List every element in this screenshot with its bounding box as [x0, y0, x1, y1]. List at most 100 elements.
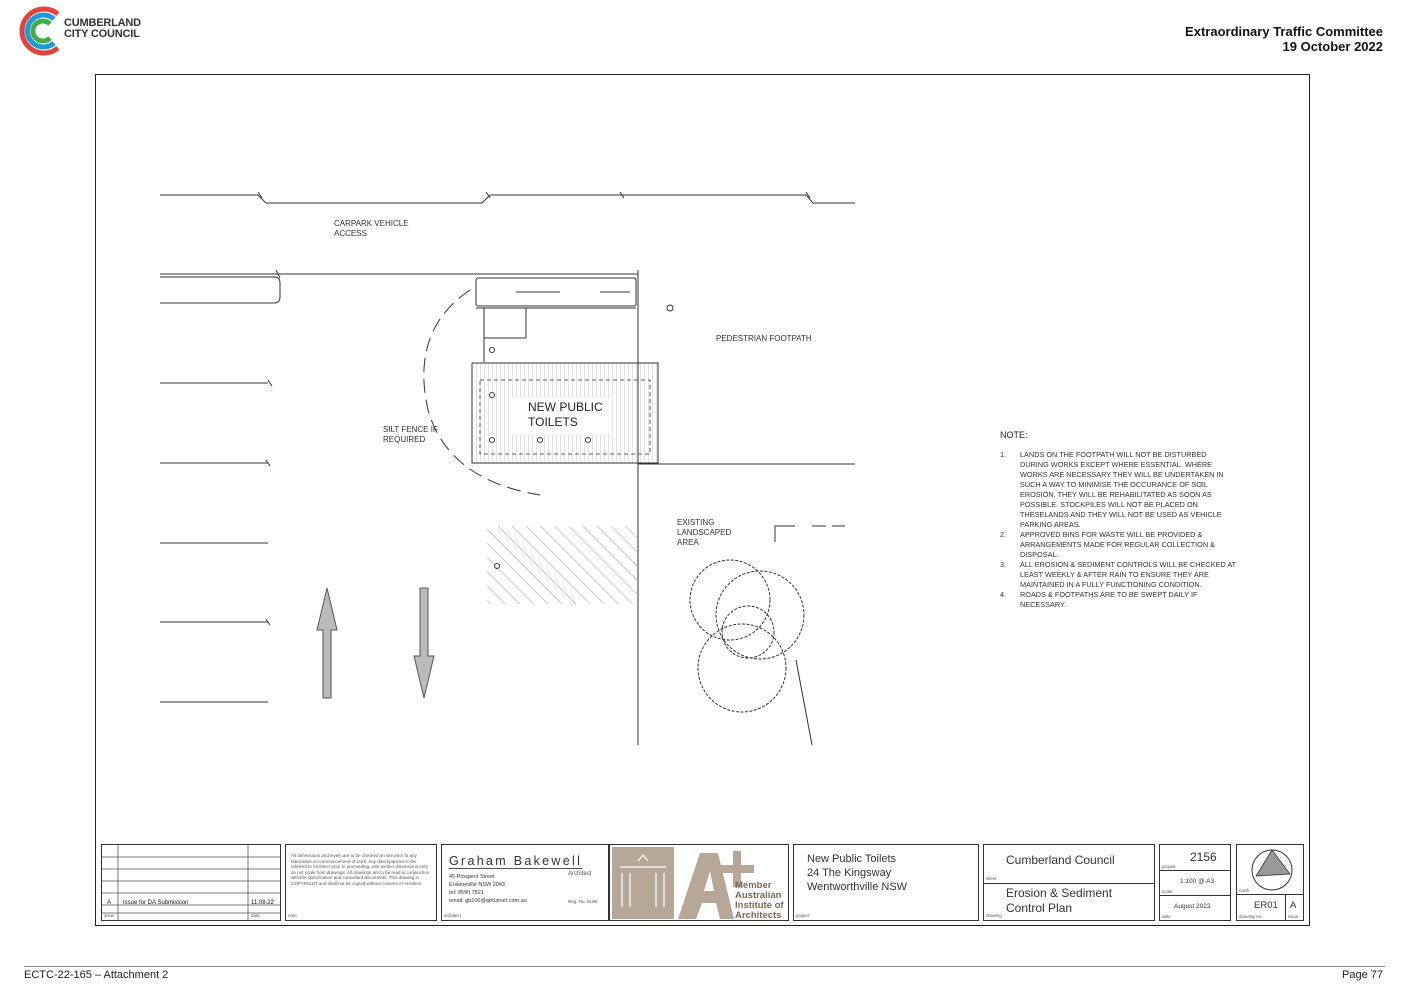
carpark-label-line2: ACCESS — [334, 229, 367, 238]
silt-fence-label-line2: REQUIRED — [383, 435, 426, 444]
toilets-label-line1: NEW PUBLIC — [528, 400, 603, 414]
drawing-title-line2: Control Plan — [1006, 901, 1073, 915]
aia-emblem — [612, 847, 674, 919]
scale-label: scale — [1162, 889, 1173, 894]
drawing-date: August 2022 — [1174, 903, 1211, 910]
project-details: New Public Toilets 24 The Kingsway Wentw… — [807, 852, 907, 894]
notes-list: 1. Lands on the footpath will not be dist… — [1000, 450, 1236, 610]
down-arrow — [413, 587, 435, 699]
page-number: Page 77 — [1342, 969, 1383, 981]
architect-label: architect — [444, 913, 462, 918]
project-title: New Public Toilets — [807, 853, 897, 865]
aia-text-line4: Architects — [735, 910, 782, 921]
client-name: Cumberland Council — [1006, 853, 1115, 867]
client-drawing-box: Cumberland Council client Erosion & Sedi… — [983, 844, 1155, 921]
issue-letter: A — [1290, 900, 1297, 911]
revision-description: Issue for DA Submission — [123, 900, 189, 906]
architect-details: 45 Prospect Street Erskineville NSW 2043… — [449, 873, 527, 905]
carpark-label: CARPARK VEHICLE ACCESS — [334, 219, 409, 239]
landscaped-label-line3: AREA — [677, 538, 699, 547]
disclaimer-text: All dimensions and levels are to be chec… — [291, 853, 430, 886]
project-address: 24 The Kingsway — [807, 867, 892, 879]
architect-email: email: gb100@optusnet.com.au — [449, 898, 527, 904]
project-box: New Public Toilets 24 The Kingsway Wentw… — [793, 844, 979, 921]
site-plan-drawing — [160, 191, 855, 746]
council-logo — [14, 4, 154, 58]
note-text: All erosion & sediment controls will be … — [1020, 560, 1236, 589]
note-number: 2. — [1000, 530, 1007, 539]
issue-label: issue — [1288, 914, 1299, 919]
footer-reference: ECTC-22-165 – Attachment 2 — [24, 969, 169, 981]
revision-date: 11.08.22 — [251, 900, 274, 906]
architect-registration: Reg. No. 6108 — [568, 899, 598, 904]
client-label: client — [986, 876, 997, 881]
landscaped-label-line2: LANDSCAPED — [677, 528, 732, 537]
footer-rule — [24, 966, 1385, 967]
council-name-line1: CUMBERLAND — [64, 17, 141, 29]
council-logo-icon — [19, 6, 60, 56]
notes-title: NOTE: — [1000, 430, 1028, 440]
project-suburb: Wentworthville NSW — [807, 881, 908, 893]
revision-date-header: date — [251, 913, 260, 918]
meeting-title: Extraordinary Traffic Committee — [1185, 24, 1383, 39]
architect-phone: tel: 9590 7521 — [449, 890, 484, 896]
carpark-label-line1: CARPARK VEHICLE — [334, 219, 409, 228]
date-label: date — [1162, 914, 1171, 919]
architect-name: Graham Bakewell — [449, 854, 583, 869]
note-text: Lands on the footpath will not be distur… — [1020, 450, 1224, 529]
drawing-number: ER01 — [1254, 900, 1278, 911]
note-label: note — [288, 913, 297, 918]
north-arrow-icon — [1251, 849, 1293, 891]
project-info-box: 2156 project 1:100 @ A3 scale August 202… — [1159, 844, 1231, 921]
up-arrow — [316, 587, 338, 699]
road-edge — [160, 194, 855, 204]
drawing-scale: 1:100 @ A3 — [1180, 878, 1215, 885]
council-name-line2: CITY COUNCIL — [64, 28, 140, 40]
aia-text-line1: Member — [735, 880, 772, 891]
drawing-title: Erosion & Sediment Control Plan — [1006, 886, 1112, 916]
hatched-area — [487, 526, 637, 604]
landscaped-label: EXISTING LANDSCAPED AREA — [677, 518, 731, 548]
north-label: north — [1239, 888, 1250, 893]
document-header: Extraordinary Traffic Committee 19 Octob… — [1185, 24, 1383, 54]
note-text: Roads & footpaths are to be swept daily … — [1020, 590, 1198, 609]
aia-mark — [674, 847, 786, 919]
aia-text: Member Australian Institute of Architect… — [735, 881, 784, 921]
meeting-date: 19 October 2022 — [1282, 39, 1383, 54]
architect-address-1: 45 Prospect Street — [449, 874, 495, 880]
note-item: 4. Roads & footpaths are to be swept dail… — [1000, 590, 1236, 610]
project-number: 2156 — [1190, 850, 1217, 864]
drawing-number-label: drawing no. — [1239, 914, 1263, 919]
architect-box: Graham Bakewell Architect 45 Prospect St… — [441, 844, 609, 921]
toilets-label: NEW PUBLIC TOILETS — [528, 400, 603, 430]
note-text: Approved bins for waste will be provided… — [1020, 530, 1216, 559]
kerb-island — [160, 276, 281, 304]
architect-role: Architect — [568, 871, 592, 877]
aia-logo-box: Member Australian Institute of Architect… — [609, 844, 789, 921]
aia-a-plus-icon — [678, 851, 754, 919]
revision-issue-header: issue — [104, 913, 115, 918]
drawing-sheet — [95, 74, 1310, 926]
project-label: project — [796, 913, 810, 918]
drawing-label: drawing — [986, 913, 1002, 918]
north-box: north ER01 A drawing no. issue — [1236, 844, 1304, 921]
silt-fence-label: SILT FENCE IF REQUIRED — [383, 425, 438, 445]
drawing-title-line1: Erosion & Sediment — [1006, 886, 1113, 900]
note-item: 2. Approved bins for waste will be provid… — [1000, 530, 1236, 560]
silt-fence-label-line1: SILT FENCE IF — [383, 425, 438, 434]
architect-address-2: Erskineville NSW 2043 — [449, 882, 505, 888]
toilets-label-line2: TOILETS — [528, 415, 578, 429]
footpath-label: PEDESTRIAN FOOTPATH — [716, 334, 812, 343]
revision-letter: A — [107, 900, 112, 906]
note-item: 1. Lands on the footpath will not be dist… — [1000, 450, 1236, 530]
aia-emblem-icon — [620, 854, 666, 907]
trees — [689, 559, 805, 713]
council-name: CUMBERLAND CITY COUNCIL — [64, 18, 141, 40]
project-number-label: project — [1162, 864, 1176, 869]
note-number: 1. — [1000, 450, 1007, 459]
note-number: 4. — [1000, 590, 1007, 599]
aia-text-line3: Institute of — [735, 900, 784, 911]
aia-text-line2: Australian — [735, 890, 782, 901]
note-item: 3.All erosion & sediment controls will b… — [1000, 560, 1236, 590]
disclaimer-box: All dimensions and levels are to be chec… — [285, 844, 437, 921]
